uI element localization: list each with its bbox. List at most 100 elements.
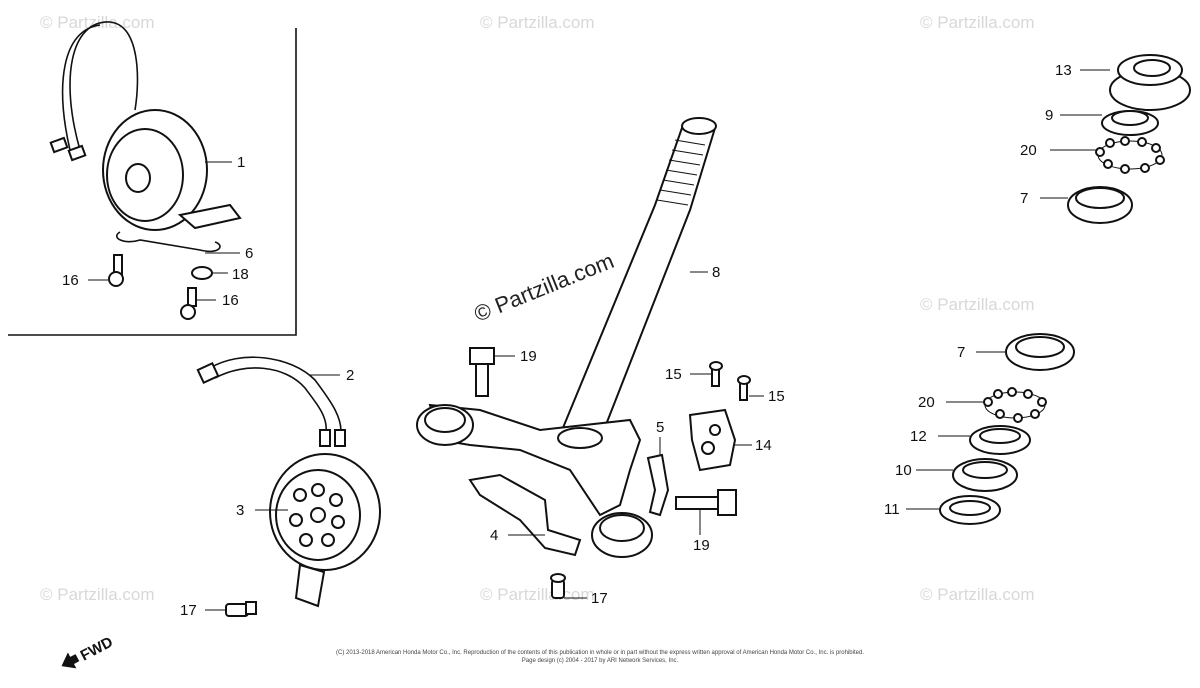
part-12-cone-race [969,425,1031,455]
part-2-wire-harness [196,356,346,447]
part-19-bolt-right [675,489,737,516]
fork-clamp-left-bore [424,407,466,433]
screw-head [737,375,751,385]
race-inner [1111,110,1149,126]
speaker-hole [299,533,313,547]
bolt-head [180,304,196,320]
speaker-hole [293,488,307,502]
watermark-text: © Partzilla.com [40,13,155,32]
ball [1120,164,1130,174]
speaker-hole [311,483,325,497]
horn-bracket [177,203,242,230]
copyright-line-2: Page design (c) 2004 - 2017 by ARI Netwo… [522,658,679,664]
part-label-3: 3 [236,502,244,519]
part-label-2: 2 [346,367,354,384]
part-label-15: 15 [768,388,785,405]
holder-body [688,408,737,472]
part-15-screw [709,361,723,387]
part-17-grease-fitting-left [225,601,257,617]
horn-center [125,163,151,193]
part-17-grease-fitting-center [550,573,566,599]
ball [1023,389,1033,399]
part-13-adjusting-nut [1109,54,1191,111]
part-label-7: 7 [1020,190,1028,207]
horn-wire-2 [61,24,101,151]
part-6-clip [115,231,221,253]
center-watermark: © Partzilla.com [471,248,618,327]
ball [1151,143,1161,153]
fitting-tip [245,601,257,615]
part-label-14: 14 [755,437,772,454]
part-label-18: 18 [232,266,249,283]
part-label-1: 1 [237,154,245,171]
arrow-icon [61,652,80,669]
part-3-horn-speaker [269,453,381,608]
wire-terminal [49,136,69,154]
part-20-ball-set-bottom [983,387,1047,423]
ball [995,409,1005,419]
part-label-16: 16 [222,292,239,309]
wire-terminal [196,361,220,385]
bolt-shank [475,361,489,397]
ball [1137,137,1147,147]
leader-lines [88,69,1110,611]
part-19-bolt-top [469,347,495,397]
race-inner [1015,336,1065,358]
ball [1140,163,1150,173]
screw-head [709,361,723,371]
ball [1120,136,1130,146]
seal-inner [949,500,991,516]
part-label-7: 7 [957,344,965,361]
speaker-hole [321,533,335,547]
part-label-4: 4 [490,527,498,544]
wire-terminal [334,429,346,447]
race-inner [962,461,1008,479]
horn-wire [69,21,139,151]
part-20-ball-set-top [1095,136,1165,174]
watermark-text: © Partzilla.com [920,13,1035,32]
part-10-race [952,458,1018,492]
part-16-bolt [108,254,124,287]
ball [1095,147,1105,157]
ball [1155,155,1165,165]
ball [1007,387,1017,397]
speaker-bracket [294,563,326,608]
part-15-screw-2 [737,375,751,401]
watermark-text: © Partzilla.com [40,585,155,604]
part-7-race-bottom [1005,333,1075,371]
part-label-6: 6 [245,245,253,262]
fwd-label: FWD [78,633,116,664]
stem-base [557,427,603,449]
part-5-guide [646,453,670,517]
part-label-20: 20 [1020,142,1037,159]
harness-wire [209,356,342,439]
fitting-body [225,603,249,617]
copyright-line-1: (C) 2013-2018 American Honda Motor Co., … [336,650,864,656]
ball [993,389,1003,399]
bolt-head [469,347,495,365]
part-label-15: 15 [665,366,682,383]
ball [1030,409,1040,419]
part-label-19: 19 [693,537,710,554]
part-label-17: 17 [591,590,608,607]
ball [1037,397,1047,407]
watermark-text: © Partzilla.com [480,13,595,32]
wire-terminal [67,144,87,162]
fwd-arrow: FWD [61,633,116,669]
part-11-dust-seal [939,495,1001,525]
ball [1103,159,1113,169]
ball [1105,138,1115,148]
speaker-hole [329,493,343,507]
stem-top [681,117,717,135]
part-1-horn [49,21,242,231]
watermark-text: © Partzilla.com [920,295,1035,314]
part-16-bolt-2 [180,287,197,320]
part-7-race-top [1067,186,1133,224]
part-label-20: 20 [918,394,935,411]
race-inner [1075,187,1125,209]
part-label-9: 9 [1045,107,1053,124]
harness-wire-2 [214,367,327,439]
ball [983,397,993,407]
part-label-10: 10 [895,462,912,479]
bolt-head [108,271,124,287]
